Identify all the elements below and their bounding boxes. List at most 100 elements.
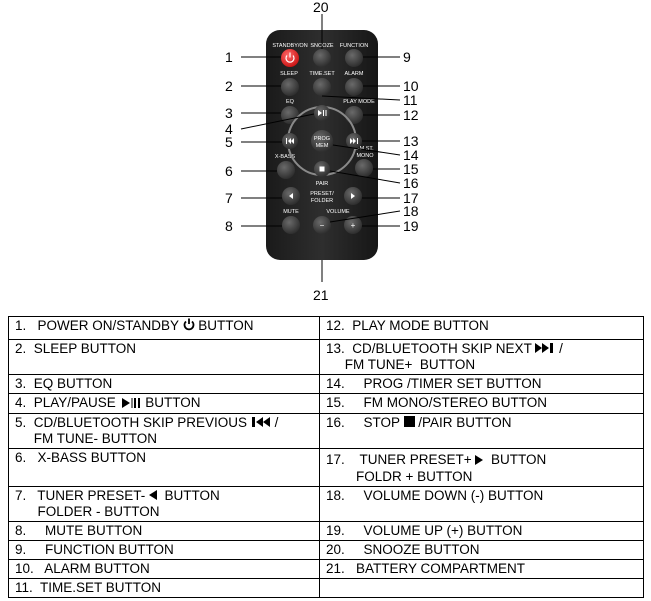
xbass-label: X-BASS — [275, 154, 296, 160]
callout-14: 14 — [403, 147, 419, 163]
legend-cell-left: 3. EQ BUTTON — [8, 374, 320, 395]
mute-label: MUTE — [283, 209, 299, 215]
legend-cell-right: 15. FM MONO/STEREO BUTTON — [319, 393, 644, 414]
legend-text: 13. CD/BLUETOOTH SKIP NEXT — [326, 341, 536, 356]
timeset-button[interactable] — [313, 78, 331, 96]
legend-cell-right: 16. STOP /PAIR BUTTON — [319, 412, 644, 450]
callout-1: 1 — [225, 49, 233, 65]
legend-text-continued: FOLDR + BUTTON — [326, 468, 473, 484]
left-triangle-icon — [289, 193, 293, 199]
function-label: FUNCTION — [340, 43, 368, 49]
callout-15: 15 — [403, 161, 419, 177]
snooze-button[interactable] — [313, 49, 331, 67]
legend-text: 2. SLEEP BUTTON — [15, 341, 137, 356]
legend-cell-left: 8. MUTE BUTTON — [8, 521, 320, 542]
callout-11: 11 — [403, 92, 418, 108]
legend-text: 11. TIME.SET BUTTON — [15, 580, 162, 596]
callout-18: 18 — [403, 203, 419, 219]
left-triangle-icon — [149, 488, 158, 504]
fm-st-label-1: FM ST. — [356, 146, 374, 152]
fm-st-label-2: MONO — [356, 153, 374, 159]
standby-label: STANDBY/ON — [272, 43, 307, 49]
function-button[interactable] — [345, 49, 363, 67]
callout-16: 16 — [403, 175, 419, 191]
legend-text: BUTTON — [194, 318, 254, 334]
pair-label: PAIR — [316, 181, 328, 187]
callout-21: 21 — [313, 287, 329, 303]
prog-mem-button[interactable] — [311, 130, 333, 152]
legend-cell-right: 13. CD/BLUETOOTH SKIP NEXT / FM TUNE+ BU… — [319, 338, 644, 376]
legend-text: BUTTON — [483, 452, 547, 468]
legend-text: 15. FM MONO/STEREO BUTTON — [326, 395, 548, 411]
preset-label-2: FOLDER — [311, 198, 333, 204]
table-row: 3. EQ BUTTON 14. PROG /TIMER SET BUTTON — [8, 374, 644, 395]
eq-button[interactable] — [281, 106, 299, 124]
standby-button[interactable] — [281, 49, 299, 67]
callout-9: 9 — [403, 49, 411, 65]
legend-text: 4. PLAY/PAUSE — [15, 395, 120, 411]
leader-lines — [240, 14, 401, 282]
legend-text: / — [555, 341, 563, 356]
callout-7: 7 — [225, 190, 233, 206]
fm-mono-button[interactable] — [355, 159, 373, 177]
legend-cell-right — [319, 578, 644, 599]
table-row: 10. ALARM BUTTON 21. BATTERY COMPARTMENT — [8, 559, 644, 580]
volume-label: VOLUME — [326, 209, 350, 215]
legend-cell-left: 9. FUNCTION BUTTON — [8, 540, 320, 561]
legend-cell-left: 5. CD/BLUETOOTH SKIP PREVIOUS / FM TUNE-… — [8, 412, 320, 450]
legend-cell-right: 20. SNOOZE BUTTON — [319, 540, 644, 561]
volume-down-button[interactable] — [313, 216, 331, 234]
legend-cell-left: 10. ALARM BUTTON — [8, 559, 320, 580]
playmode-label: PLAY MODE — [343, 99, 375, 105]
legend-text: 16. STOP — [326, 414, 404, 430]
skip-next-icon — [535, 341, 555, 357]
playmode-button[interactable] — [345, 106, 363, 124]
legend-cell-right: 19. VOLUME UP (+) BUTTON — [319, 521, 644, 542]
legend-text: 21. BATTERY COMPARTMENT — [326, 561, 526, 577]
legend-text-continued: FM TUNE+ BUTTON — [326, 357, 476, 373]
mem-label: MEM — [316, 143, 329, 149]
legend-cell-right: 14. PROG /TIMER SET BUTTON — [319, 374, 644, 395]
legend-text: 14. PROG /TIMER SET BUTTON — [326, 376, 542, 392]
legend-text: 6. X-BASS BUTTON — [15, 450, 147, 466]
play-pause-icon — [120, 396, 142, 412]
xbass-button[interactable] — [277, 161, 295, 179]
callout-10: 10 — [403, 78, 419, 94]
callout-17: 17 — [403, 190, 419, 206]
table-row: 2. SLEEP BUTTON 13. CD/BLUETOOTH SKIP NEX… — [8, 338, 644, 376]
legend-cell-left: 1. POWER ON/STANDBY BUTTON — [8, 316, 320, 340]
legend-cell-right: 12. PLAY MODE BUTTON — [319, 316, 644, 340]
button-legend-table: 1. POWER ON/STANDBY BUTTON 12. PLAY MODE … — [8, 316, 644, 599]
legend-text: 17. TUNER PRESET+ — [326, 452, 476, 468]
callout-3: 3 — [225, 105, 233, 121]
prog-label: PROG — [314, 136, 330, 142]
legend-text: 12. PLAY MODE BUTTON — [326, 318, 489, 333]
sleep-label: SLEEP — [280, 71, 298, 77]
alarm-label: ALARM — [345, 71, 364, 77]
callout-13: 13 — [403, 133, 419, 149]
legend-cell-left: 7. TUNER PRESET- BUTTON FOLDER - BUTTON — [8, 485, 320, 523]
legend-text: 1. POWER ON/STANDBY — [15, 318, 183, 334]
volume-up-symbol: + — [351, 221, 356, 230]
legend-text-continued: FM TUNE- BUTTON — [15, 431, 158, 447]
legend-text: 20. SNOOZE BUTTON — [326, 542, 480, 558]
volume-up-button[interactable] — [344, 216, 362, 234]
sleep-button[interactable] — [281, 78, 299, 96]
callout-2: 2 — [225, 78, 233, 94]
callout-5: 5 — [225, 134, 233, 150]
preset-label-1: PRESET/ — [310, 191, 334, 197]
timeset-label: TIME.SET — [309, 71, 335, 77]
callout-8: 8 — [225, 218, 233, 234]
alarm-button[interactable] — [345, 78, 363, 96]
legend-cell-right: 17. TUNER PRESET+ BUTTON FOLDR + BUTTON — [319, 448, 644, 487]
legend-text-continued: FOLDER - BUTTON — [15, 504, 160, 520]
skip-prev-icon — [251, 415, 271, 431]
right-triangle-icon — [475, 453, 484, 469]
table-row: 9. FUNCTION BUTTON 20. SNOOZE BUTTON — [8, 540, 644, 561]
callout-6: 6 — [225, 163, 233, 179]
stop-icon — [403, 415, 415, 431]
volume-down-symbol: − — [320, 221, 325, 230]
mute-button[interactable] — [282, 216, 300, 234]
table-row: 11. TIME.SET BUTTON — [8, 578, 644, 599]
